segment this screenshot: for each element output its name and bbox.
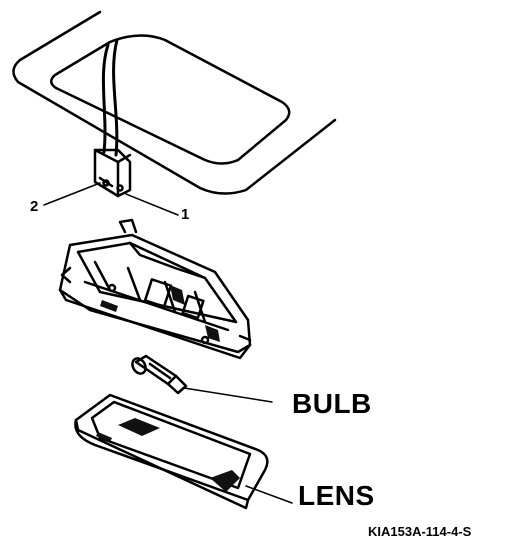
callout-1-label: 1 — [181, 206, 190, 223]
figure-code: KIA153A-114-4-S — [368, 524, 472, 539]
bulb-leader — [183, 387, 273, 403]
lens-label: LENS — [298, 480, 375, 511]
connector — [93, 148, 132, 198]
lens — [74, 393, 269, 510]
bulb — [131, 354, 188, 395]
lamp-housing — [58, 218, 252, 360]
callout-2-leader — [43, 182, 101, 206]
bulb-label: BULB — [292, 388, 372, 419]
lens-shading — [96, 418, 240, 492]
wiring-harness — [101, 38, 119, 157]
roof-panel — [12, 10, 337, 195]
lens-leader — [245, 485, 293, 504]
callout-1-leader — [125, 193, 179, 216]
housing-shading — [100, 285, 220, 342]
callout-2-label: 2 — [30, 198, 39, 215]
